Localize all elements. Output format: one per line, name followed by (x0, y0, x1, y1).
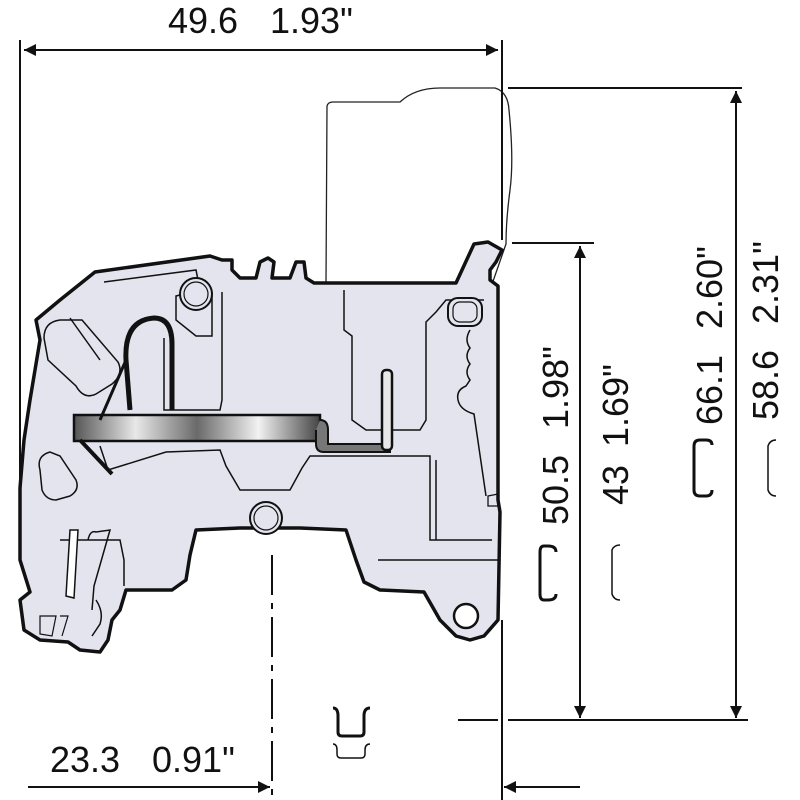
height-rail-a-in: 1.98" (535, 346, 576, 429)
rail-profile-shallow-icon (332, 743, 371, 759)
mounting-holes (179, 277, 483, 630)
rail-offset-in: 0.91" (152, 739, 235, 780)
dimension-labels: 49.6 1.93" 23.3 0.91" 50.5 1.98" 43 1.69… (50, 0, 786, 780)
height-marker-a-mm: 66.1 (689, 355, 730, 425)
width-in: 1.93" (270, 0, 353, 41)
rail-symbols (332, 438, 777, 759)
rail-profile-deep-icon (332, 706, 371, 738)
height-rail-b-mm: 43 (595, 465, 636, 505)
lower-hole (249, 501, 283, 535)
right-slot (447, 297, 483, 327)
upper-hole (179, 277, 213, 311)
width-mm: 49.6 (168, 0, 238, 41)
metal-busbar (72, 315, 394, 476)
dimension-lines (19, 40, 748, 800)
height-rail-a-mm: 50.5 (535, 455, 576, 525)
marker-label-block (325, 87, 513, 291)
height-marker-b-in: 2.31" (745, 241, 786, 324)
height-marker-a-in: 2.60" (689, 246, 730, 329)
height-rail-b-in: 1.69" (595, 364, 636, 447)
terminal-body (18, 240, 504, 654)
foot-hole (452, 602, 480, 630)
rail-offset-mm: 23.3 (50, 739, 120, 780)
height-marker-b-mm: 58.6 (745, 350, 786, 420)
